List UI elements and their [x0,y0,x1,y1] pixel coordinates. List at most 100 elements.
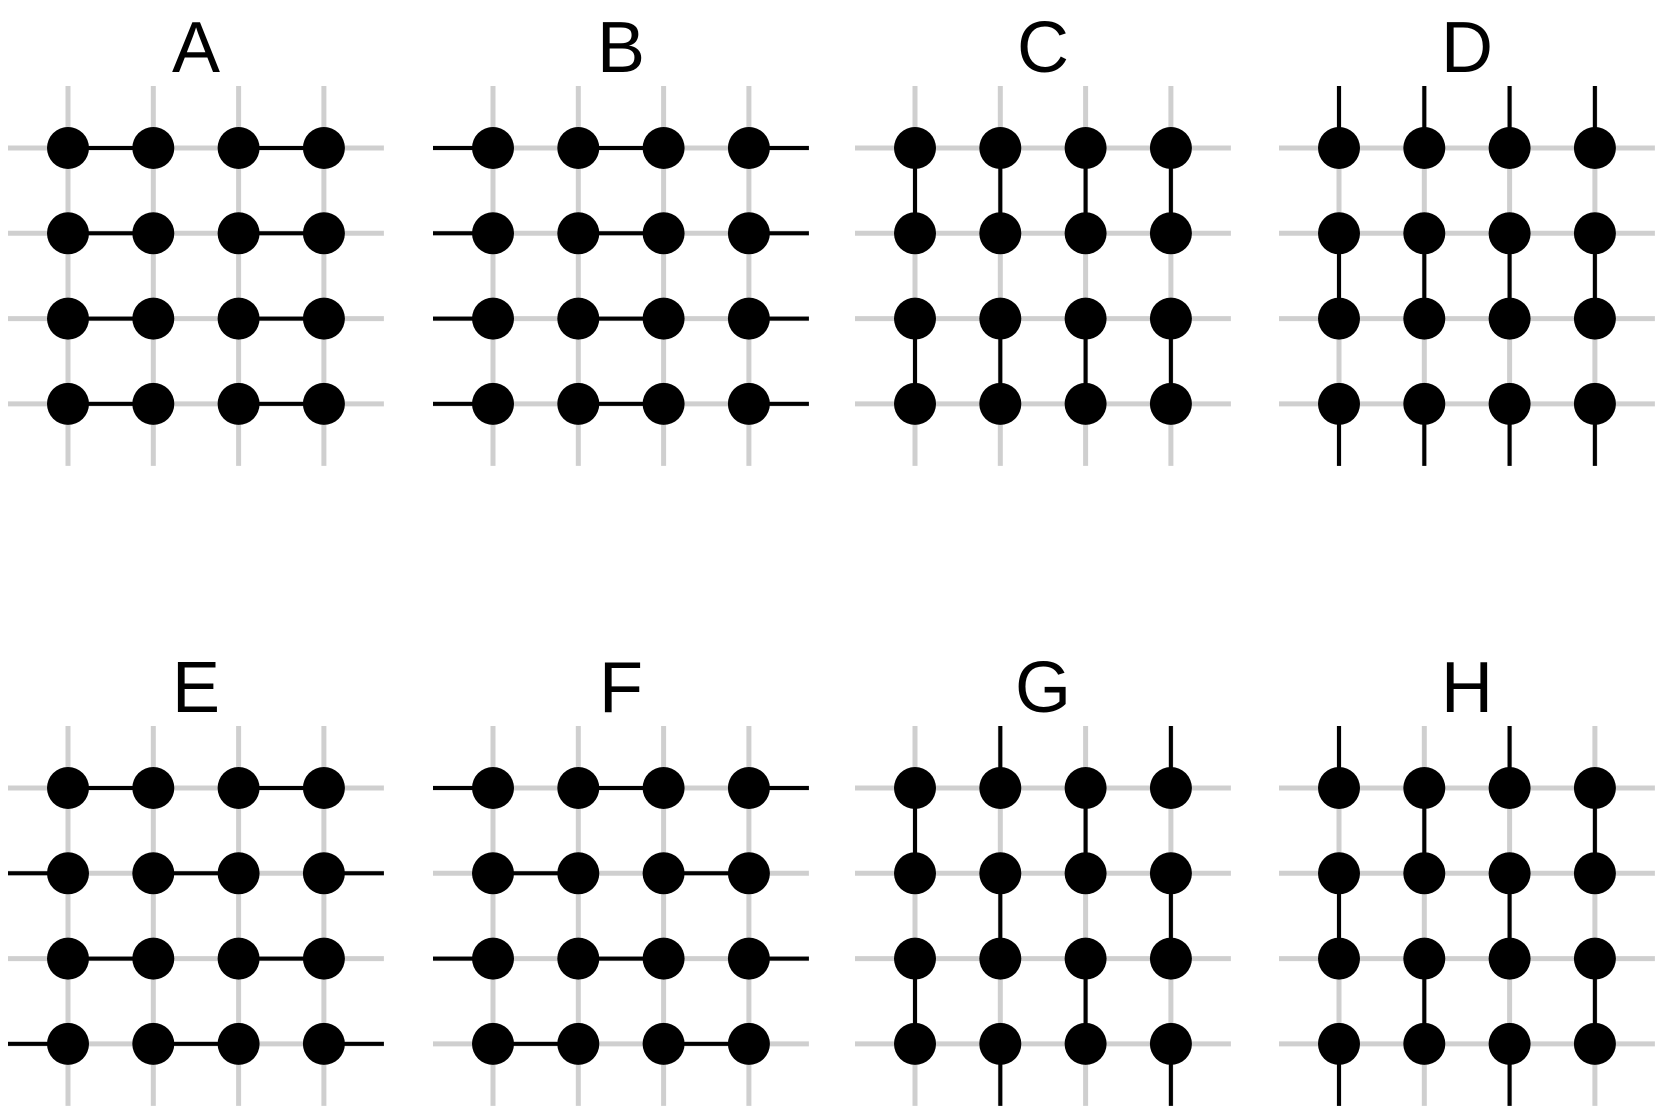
lattice-site [1573,212,1616,255]
lattice-site [727,297,770,340]
lattice-site [1403,382,1446,425]
lattice-site [1149,1022,1192,1065]
lattice-site [642,382,685,425]
lattice-site [642,297,685,340]
lattice-site [217,1022,260,1065]
lattice-site [472,1022,514,1065]
lattice-site [1488,212,1531,255]
lattice-site [472,767,514,809]
lattice-site [302,767,345,809]
lattice-site [1573,382,1616,425]
panel-c: C [855,8,1231,466]
lattice-site [894,212,936,255]
panel-e: E [8,648,384,1106]
lattice-site [1064,297,1107,340]
lattice-site [132,1022,175,1065]
lattice-site [302,852,345,895]
lattice-site [1573,127,1616,169]
lattice-site [1064,937,1107,980]
lattice-site [1318,382,1360,425]
lattice-site [1573,937,1616,980]
lattice-site [132,297,175,340]
lattice-site [217,852,260,895]
lattice-site [132,852,175,895]
lattice-site [1149,212,1192,255]
panel-label: A [172,8,220,88]
lattice-site [132,382,175,425]
lattice-site [1149,297,1192,340]
lattice-site [1318,1022,1360,1065]
lattice-site [557,127,600,169]
lattice-site [727,212,770,255]
panel-a: A [8,8,384,466]
lattice-site [47,127,89,169]
lattice-site [979,127,1022,169]
lattice-site [642,852,685,895]
lattice-site [894,767,936,809]
lattice-site [1064,1022,1107,1065]
lattice-site [1318,212,1360,255]
lattice-site [1149,127,1192,169]
lattice-site [557,767,600,809]
lattice-site [642,937,685,980]
lattice-site [47,212,89,255]
lattice-site [1064,212,1107,255]
lattice-site [47,937,89,980]
lattice-site [557,297,600,340]
lattice-site [979,852,1022,895]
lattice-site [1403,937,1446,980]
lattice-site [472,212,514,255]
lattice-site [1403,852,1446,895]
lattice-site [1064,852,1107,895]
lattice-site [894,297,936,340]
lattice-site [979,1022,1022,1065]
lattice-site [302,127,345,169]
panel-label: E [172,648,220,728]
lattice-site [1149,937,1192,980]
lattice-site [1488,937,1531,980]
lattice-site [557,212,600,255]
lattice-site [1318,767,1360,809]
lattice-site [1488,1022,1531,1065]
panel-label: C [1017,8,1069,88]
lattice-site [132,937,175,980]
lattice-site [1064,767,1107,809]
lattice-site [1318,127,1360,169]
lattice-site [1064,127,1107,169]
lattice-site [1573,1022,1616,1065]
lattice-site [47,1022,89,1065]
lattice-site [979,382,1022,425]
lattice-site [727,937,770,980]
lattice-site [217,212,260,255]
lattice-site [217,127,260,169]
lattice-site [1488,382,1531,425]
lattice-site [132,127,175,169]
lattice-site [1488,297,1531,340]
lattice-site [217,297,260,340]
lattice-site [557,937,600,980]
lattice-site [642,1022,685,1065]
lattice-site [1573,852,1616,895]
panel-h: H [1279,648,1655,1106]
lattice-site [979,937,1022,980]
lattice-site [1149,767,1192,809]
lattice-site [557,852,600,895]
lattice-site [1403,212,1446,255]
lattice-site [557,1022,600,1065]
lattice-site [642,127,685,169]
lattice-site [47,767,89,809]
lattice-site [1488,767,1531,809]
panel-label: D [1441,8,1493,88]
lattice-site [47,852,89,895]
lattice-site [217,767,260,809]
lattice-site [472,127,514,169]
lattice-site [1488,127,1531,169]
panel-label: G [1015,648,1071,728]
lattice-site [1403,767,1446,809]
lattice-site [727,382,770,425]
lattice-site [217,937,260,980]
lattice-site [302,937,345,980]
lattice-site [727,767,770,809]
